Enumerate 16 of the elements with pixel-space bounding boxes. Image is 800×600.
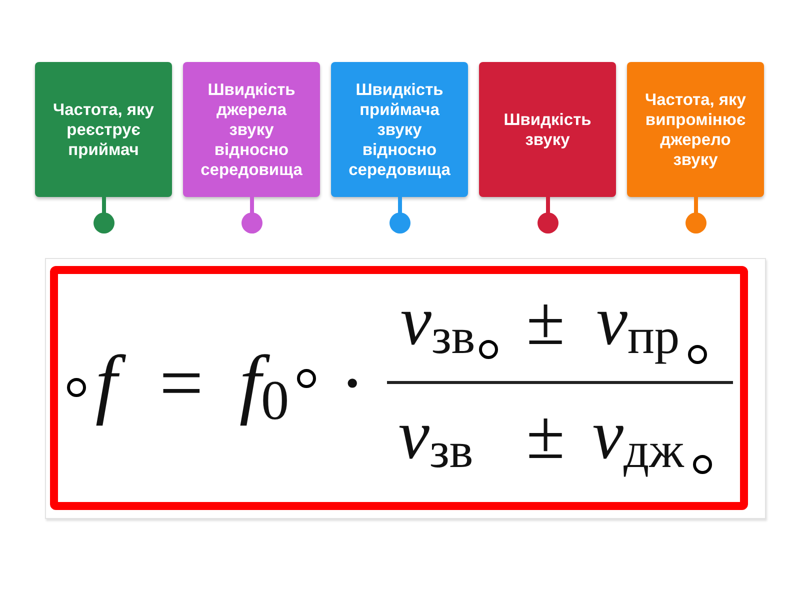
math-variable: f$_{0}$: [238, 338, 290, 434]
math-variable: v$_{дж}$: [591, 396, 686, 480]
math-variable: v$_{зв}$: [399, 282, 476, 366]
plus-minus-sign: ±: [525, 282, 566, 362]
label-tile: Швидкість джерела звуку відносно середовища: [183, 62, 320, 197]
multiplication-dot: ·: [338, 338, 366, 428]
equals-sign: =: [158, 338, 204, 428]
plus-minus-sign: ±: [525, 396, 566, 476]
label-tile: Частота, яку реєструє приймач: [35, 62, 172, 197]
label-tile: Швидкість приймача звуку відносно середовища: [331, 62, 468, 197]
math-variable: f: [86, 328, 128, 438]
label-tile: Швидкість звуку: [479, 62, 616, 197]
math-variable: v$_{зв}$: [397, 396, 474, 480]
formula-frame: [50, 266, 748, 510]
math-variable: v$_{пр}$: [595, 282, 681, 366]
label-tile: Частота, яку випромінює джерело звуку: [627, 62, 764, 197]
